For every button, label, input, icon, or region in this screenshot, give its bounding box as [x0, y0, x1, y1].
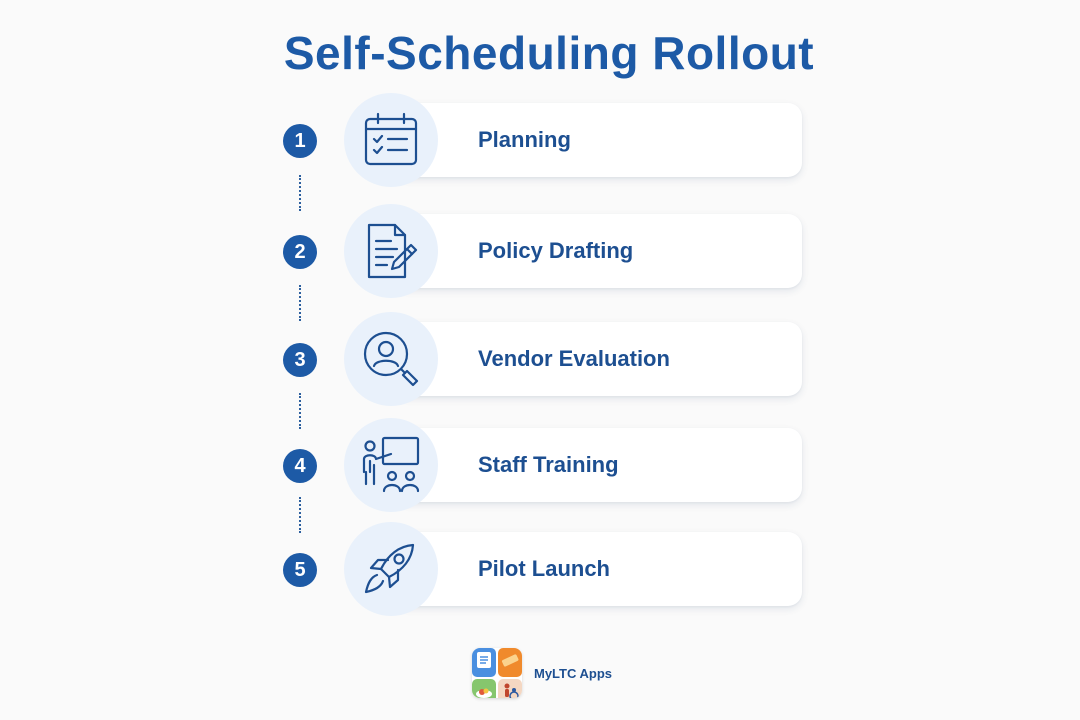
step-vendor-evaluation: 3 Vendor Evaluation [0, 312, 1080, 408]
document-pencil-icon [344, 204, 438, 298]
rocket-icon [344, 522, 438, 616]
brand-name: MyLTC Apps [534, 665, 612, 681]
step-planning: 1 Planning [0, 93, 1080, 189]
step-number-badge: 3 [283, 343, 317, 377]
caregiver-icon [498, 679, 522, 698]
footer-brand: MyLTC Apps [472, 647, 612, 699]
page-title: Self-Scheduling Rollout [283, 27, 815, 79]
step-label: Planning [478, 127, 571, 152]
step-number-badge: 5 [283, 553, 317, 587]
step-number-badge: 2 [283, 235, 317, 269]
step-connector [299, 285, 301, 321]
step-label: Pilot Launch [478, 556, 610, 581]
calendar-checklist-icon [344, 93, 438, 187]
step-pilot-launch: 5 Pilot Launch [0, 522, 1080, 618]
step-card [392, 214, 802, 288]
step-number-badge: 4 [283, 449, 317, 483]
checklist-icon [472, 648, 496, 677]
step-card [392, 428, 802, 502]
step-label: Staff Training [478, 452, 619, 477]
step-staff-training: 4 Staff Training [0, 418, 1080, 514]
food-plate-icon [472, 679, 496, 698]
step-card [392, 103, 802, 177]
presenter-board-icon [344, 418, 438, 512]
ticket-icon [498, 648, 522, 677]
step-number-badge: 1 [283, 124, 317, 158]
step-card [392, 532, 802, 606]
step-card [392, 322, 802, 396]
step-connector [299, 175, 301, 211]
step-connector [299, 497, 301, 533]
person-search-icon [344, 312, 438, 406]
step-label: Vendor Evaluation [478, 346, 670, 371]
myltc-apps-logo [472, 648, 522, 698]
step-connector [299, 393, 301, 429]
step-label: Policy Drafting [478, 238, 634, 263]
step-policy-drafting: 2 Policy Drafting [0, 204, 1080, 300]
